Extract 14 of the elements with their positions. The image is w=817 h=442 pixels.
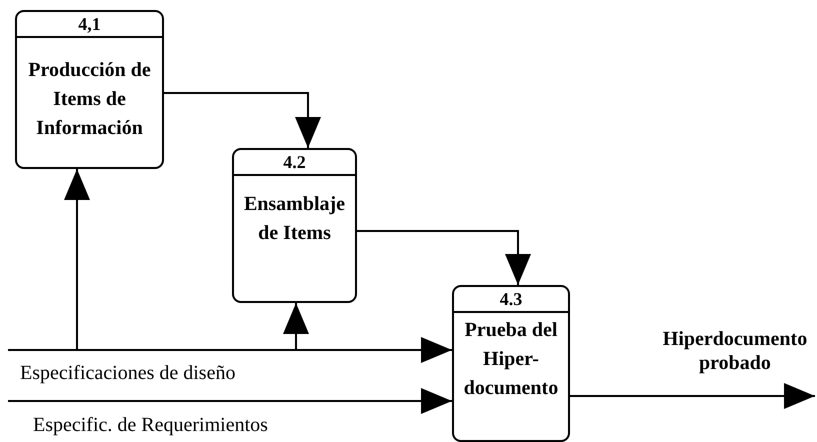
process-number: 4.2 <box>234 150 355 176</box>
process-number: 4,1 <box>17 12 162 38</box>
process-box <box>452 285 570 442</box>
arrow <box>357 230 531 285</box>
process-box <box>15 10 164 169</box>
process-label: Producción de Items de Información <box>27 58 152 141</box>
process-box <box>232 148 357 303</box>
arrow <box>8 388 452 414</box>
arrow <box>164 92 321 148</box>
process-number: 4.3 <box>454 287 568 313</box>
arrow <box>8 303 309 351</box>
arrow <box>570 383 815 409</box>
process-label: Prueba del Hiper- documento <box>462 318 560 401</box>
process-label: Ensamblaje de Items <box>242 192 346 246</box>
